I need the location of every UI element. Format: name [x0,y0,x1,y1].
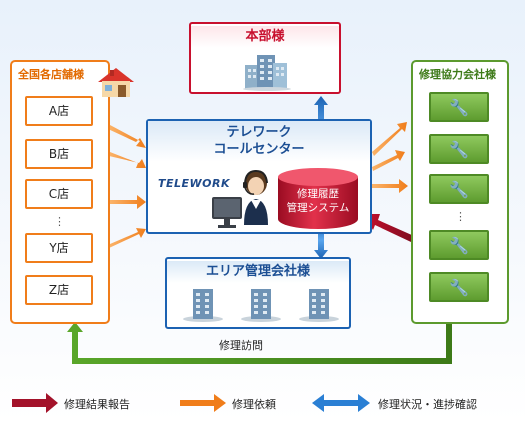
repair-system-line2: 管理システム [286,202,350,214]
legend-request-label: 修理依頼 [232,398,276,411]
legend-status-arrow [312,394,370,412]
area-buildings-icon [183,289,339,322]
callcenter-title: テレワーク コールセンター [148,121,370,162]
stores-title: 全国各店舗様 [18,68,84,81]
callcenter-title-line1: テレワーク [226,125,292,140]
repair-system-label: 修理履歴 管理システム [280,187,356,215]
store-a: A店 [25,96,93,126]
building-icon-2 [241,289,281,322]
legend-report-label: 修理結果報告 [64,398,130,411]
building-icon-3 [299,289,339,322]
store-c: C店 [25,179,93,209]
store-house-icon [98,68,134,97]
store-y: Y店 [25,233,93,263]
request-arrow-a [108,125,146,148]
callcenter-title-line2: コールセンター [213,142,305,157]
request-arrow-y [109,228,146,248]
wrench-icon: 🔧 [449,277,469,297]
hq-box: 本部様 [189,22,341,94]
area-status-arrow [314,221,328,259]
partner-2: 🔧 [429,134,489,164]
request-arrow-b [109,152,146,168]
partners-title: 修理協力会社様 [419,68,496,81]
store-b: B店 [25,139,93,169]
partners-ellipsis: ⋮ [455,210,466,223]
callcenter-box: テレワーク コールセンター TELEWORK 修理履歴 管理システム [146,119,372,234]
wrench-icon: 🔧 [449,97,469,117]
telework-logo: TELEWORK [158,177,231,190]
repair-system-line1: 修理履歴 [297,188,339,200]
request-arrow-p2 [372,150,405,171]
wrench-icon: 🔧 [449,179,469,199]
partner-4: 🔧 [429,230,489,260]
wrench-icon: 🔧 [449,139,469,159]
hq-title: 本部様 [191,26,339,48]
partner-5: 🔧 [429,272,489,302]
area-title: エリア管理会社様 [167,261,349,283]
stores-ellipsis: ⋮ [54,215,65,228]
visit-label: 修理訪問 [219,339,263,352]
partner-3: 🔧 [429,174,489,204]
office-building-icon [243,55,291,91]
request-arrow-p3 [372,179,408,193]
operator-icon [212,169,268,228]
request-arrow-c [110,195,146,209]
legend-report-arrow [12,393,58,413]
report-arrow [363,214,414,242]
building-icon-1 [183,289,223,322]
legend-status-label: 修理状況・進捗確認 [378,398,477,411]
partner-1: 🔧 [429,92,489,122]
store-z: Z店 [25,275,93,305]
legend-request-arrow [180,394,226,412]
partners-box: 修理協力会社様 🔧 🔧 🔧 ⋮ 🔧 🔧 [411,60,509,324]
visit-arrow [67,322,452,364]
database-cylinder-icon [278,168,358,229]
stores-box: 全国各店舗様 A店 B店 C店 ⋮ Y店 Z店 [10,60,110,324]
request-arrow-p1 [372,122,407,156]
area-box: エリア管理会社様 [165,257,351,329]
wrench-icon: 🔧 [449,235,469,255]
